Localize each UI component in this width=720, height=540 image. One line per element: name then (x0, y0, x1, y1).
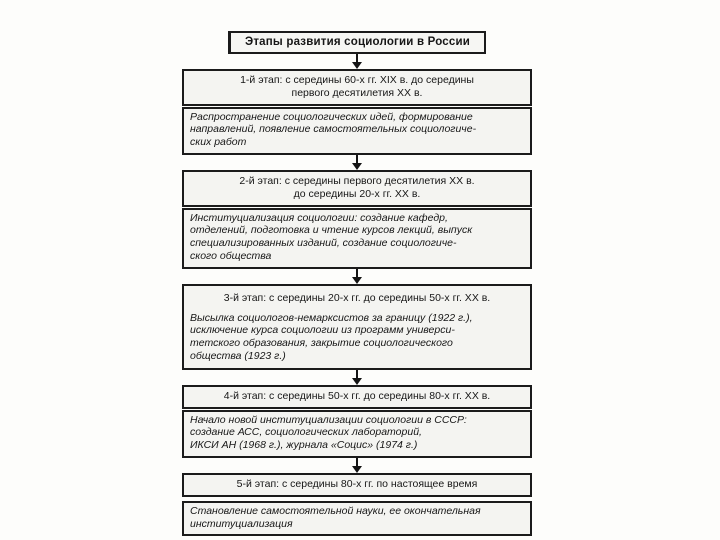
stage-3-heading: 3-й этап: с середины 20-х гг. до середин… (223, 291, 491, 304)
stage-5-block: 5-й этап: с середины 80-х гг. по настоящ… (182, 472, 532, 537)
down-arrow-icon (182, 268, 532, 284)
arrow-head (352, 162, 362, 170)
down-arrow-icon (182, 154, 532, 170)
stage-2-block: 2-й этап: с середины первого десятилетия… (182, 169, 532, 269)
arrow-stem (355, 154, 359, 163)
stage-1-description: Распространение социологических идей, фо… (182, 106, 532, 155)
arrow-head (352, 62, 362, 69)
arrow-stem (355, 369, 359, 378)
down-arrow-icon (182, 54, 532, 69)
diagram-title: Этапы развития социологии в России (228, 31, 486, 54)
arrow-stem (355, 268, 359, 277)
down-arrow-icon (182, 457, 532, 473)
flowchart: Этапы развития социологии в России 1-й э… (182, 31, 532, 537)
stage-1-block: 1-й этап: с середины 60-х гг. XIX в. до … (182, 69, 532, 155)
stage-2-heading: 2-й этап: с середины первого десятилетия… (182, 169, 532, 207)
stage-4-heading: 4-й этап: с середины 50-х гг. до середин… (182, 384, 532, 409)
arrow-stem (355, 54, 359, 62)
stage-4-description: Начало новой институциализации социологи… (182, 409, 532, 458)
stage-1-heading: 1-й этап: с середины 60-х гг. XIX в. до … (182, 69, 532, 106)
stage-3-block: 3-й этап: с середины 20-х гг. до середин… (182, 283, 532, 370)
stage-4-block: 4-й этап: с середины 50-х гг. до середин… (182, 384, 532, 458)
arrow-head (352, 377, 362, 385)
stage-2-description: Институциализация социологии: создание к… (182, 207, 532, 269)
stage-3-description: Высылка социологов-немарксистов за грани… (190, 311, 473, 362)
stage-5-heading: 5-й этап: с середины 80-х гг. по настоящ… (182, 472, 532, 497)
arrow-head (352, 465, 362, 473)
down-arrow-icon (182, 369, 532, 385)
arrow-stem (355, 457, 359, 466)
stage-5-description: Становление самостоятельной науки, ее ок… (182, 500, 532, 537)
arrow-head (352, 276, 362, 284)
